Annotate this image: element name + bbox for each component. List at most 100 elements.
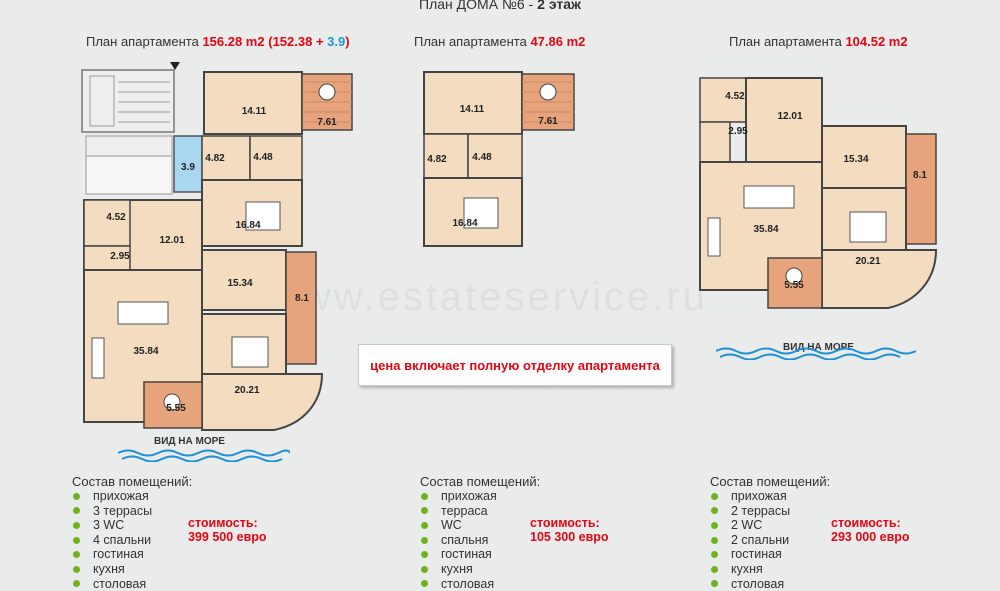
list-item-text: гостиная xyxy=(93,547,144,562)
bullet-icon xyxy=(711,521,718,529)
list-item-text: 3 террасы xyxy=(93,503,153,518)
room-area: 2.95 xyxy=(728,126,748,137)
list-item: прихожая xyxy=(710,489,790,504)
room-area: 4.48 xyxy=(253,152,273,163)
composition-title-3: Состав помещений: xyxy=(710,474,831,489)
price-value-1: 399 500 евро xyxy=(188,530,267,544)
plan-label-3-prefix: План апартамента xyxy=(729,34,846,49)
list-item: столовая xyxy=(420,577,497,591)
list-item: 2 спальни xyxy=(710,533,790,548)
bullet-icon xyxy=(711,580,718,588)
bullet-icon xyxy=(421,580,428,588)
plan-area-1-close: ) xyxy=(345,34,350,49)
plan-label-2: План апартамента 47.86 m2 xyxy=(414,34,585,49)
price-value-3: 293 000 евро xyxy=(831,530,910,544)
room-area: 15.34 xyxy=(843,154,868,165)
composition-list-2: прихожая терраса WC спальня гостиная кух… xyxy=(420,489,497,591)
sea-view-label-3: ВИД НА МОРЕ xyxy=(783,342,854,353)
bullet-icon xyxy=(73,536,80,544)
room-area: 4.82 xyxy=(427,154,447,165)
room-area: 7.61 xyxy=(317,117,337,128)
floor-plan-2: 14.11 7.61 4.82 4.48 16.84 xyxy=(423,71,575,247)
sea-view-label-1: ВИД НА МОРЕ xyxy=(154,436,225,447)
room-area: 20.21 xyxy=(234,385,259,396)
room-area: 2.95 xyxy=(110,251,130,262)
plan-area-1-open: ( xyxy=(264,34,273,49)
bullet-icon xyxy=(73,551,80,559)
list-item-text: столовая xyxy=(93,576,147,591)
bullet-icon xyxy=(711,565,718,573)
room-area: 8.1 xyxy=(295,293,309,304)
bullet-icon xyxy=(73,507,80,515)
list-item-text: 3 WC xyxy=(93,518,125,533)
price-label-2: стоимость: xyxy=(530,516,600,530)
plan-area-1: 156.28 m2 xyxy=(202,34,265,49)
room-area: 12.01 xyxy=(159,235,184,246)
room-area: 20.21 xyxy=(855,256,880,267)
room-area: 35.84 xyxy=(133,346,158,357)
list-item-text: столовая xyxy=(731,576,785,591)
room-area: 8.1 xyxy=(913,170,927,181)
room-area: 16.84 xyxy=(235,220,260,231)
list-item-text: WC xyxy=(441,518,462,533)
list-item: WC xyxy=(420,518,497,533)
list-item-text: 2 WC xyxy=(731,518,763,533)
list-item: 4 спальни xyxy=(72,533,152,548)
room-area: 16.84 xyxy=(452,218,477,229)
room-area: 4.82 xyxy=(205,153,225,164)
list-item: гостиная xyxy=(72,547,152,562)
composition-list-1: прихожая 3 террасы 3 WC 4 спальни гостин… xyxy=(72,489,152,591)
bullet-icon xyxy=(73,565,80,573)
list-item-text: кухня xyxy=(441,561,473,576)
price-label-1: стоимость: xyxy=(188,516,258,530)
price-value-2: 105 300 евро xyxy=(530,530,609,544)
list-item: кухня xyxy=(420,562,497,577)
price-label-3: стоимость: xyxy=(831,516,901,530)
bullet-icon xyxy=(421,521,428,529)
list-item-text: терраса xyxy=(441,503,488,518)
list-item: прихожая xyxy=(420,489,497,504)
price-note: цена включает полную отделку апартамента xyxy=(358,344,672,386)
plan-area-2: 47.86 m2 xyxy=(530,34,586,49)
list-item-text: прихожая xyxy=(93,489,149,503)
bullet-icon xyxy=(73,492,80,500)
bullet-icon xyxy=(421,507,428,515)
composition-list-3: прихожая 2 террасы 2 WC 2 спальни гостин… xyxy=(710,489,790,591)
list-item-text: прихожая xyxy=(731,489,787,503)
plan-area-1-extra: 3.9 xyxy=(327,34,346,49)
bullet-icon xyxy=(73,580,80,588)
list-item-text: гостиная xyxy=(731,547,782,562)
room-area: 5.55 xyxy=(166,403,186,414)
list-item: 2 WC xyxy=(710,518,790,533)
room-area: 14.11 xyxy=(242,106,267,117)
bullet-icon xyxy=(711,551,718,559)
bullet-icon xyxy=(711,536,718,544)
plan-label-1-prefix: План апартамента xyxy=(86,34,203,49)
page-title-floor: 2 этаж xyxy=(537,0,581,12)
room-area: 14.11 xyxy=(460,104,485,115)
room-area: 4.48 xyxy=(472,152,492,163)
bullet-icon xyxy=(711,507,718,515)
room-area: 5.55 xyxy=(784,280,804,291)
plan-area-1-main: 152.38 xyxy=(272,34,313,49)
list-item: столовая xyxy=(710,577,790,591)
list-item-text: прихожая xyxy=(441,489,497,503)
watermark: www.estateservice.ru xyxy=(270,275,708,319)
room-area: 7.61 xyxy=(538,116,558,127)
composition-title-2: Состав помещений: xyxy=(420,474,541,489)
sea-wave-icon xyxy=(118,449,290,462)
list-item: прихожая xyxy=(72,489,152,504)
list-item-text: кухня xyxy=(93,561,125,576)
list-item-text: кухня xyxy=(731,561,763,576)
page-title-prefix: План ДОМА №6 - xyxy=(419,0,538,12)
bullet-icon xyxy=(711,492,718,500)
list-item: 3 террасы xyxy=(72,504,152,519)
room-area: 4.52 xyxy=(725,91,745,102)
room-area: 3.9 xyxy=(181,162,195,173)
list-item: 2 террасы xyxy=(710,504,790,519)
list-item-text: 2 спальни xyxy=(731,532,790,547)
plan-label-2-prefix: План апартамента xyxy=(414,34,531,49)
room-area: 35.84 xyxy=(753,224,778,235)
list-item-text: спальня xyxy=(441,532,489,547)
plan-area-1-plus: + xyxy=(312,34,328,49)
